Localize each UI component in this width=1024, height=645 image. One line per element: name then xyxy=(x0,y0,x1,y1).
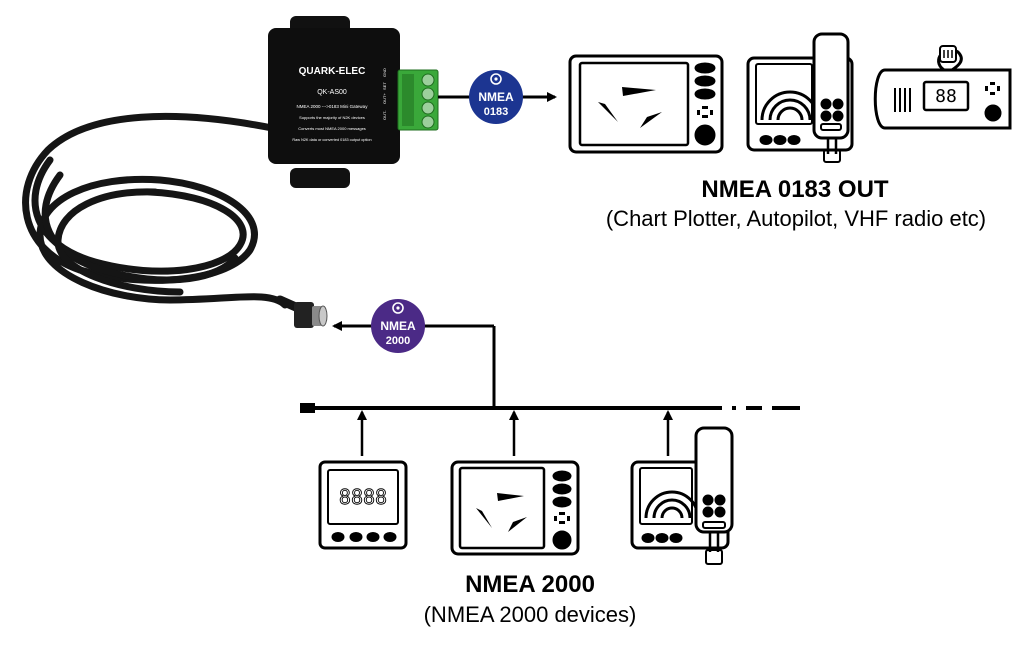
nmea2000-title: NMEA 2000 xyxy=(465,571,595,598)
instrument-display-icon xyxy=(318,460,408,550)
n2k-backbone xyxy=(300,403,800,413)
nmea0183-out-title: NMEA 0183 OUT xyxy=(701,176,889,203)
nmea2000-subtitle: (NMEA 2000 devices) xyxy=(423,602,637,627)
device-line3: Converts most NMEA 2000 messages xyxy=(298,126,366,131)
n2k-connector-plug xyxy=(275,295,328,328)
nmea2000-badge: NMEA 2000 xyxy=(371,299,425,353)
nmea2000-badge-line1: NMEA xyxy=(380,319,416,333)
device-line2: Supports the majority of N2K devices xyxy=(299,115,365,120)
chart-plotter-icon-n2k xyxy=(450,460,580,556)
gateway-device: QUARK-ELEC QK-AS00 NMEA 2000 --->0183 Mi… xyxy=(268,16,400,188)
instrument-display-digits: 8888 xyxy=(339,485,387,509)
terminal-label-gnd: GND xyxy=(382,68,387,77)
nmea0183-badge: NMEA 0183 xyxy=(469,70,523,124)
vhf-radio-icon xyxy=(746,32,854,163)
n2k-cable xyxy=(22,113,289,309)
nmea0183-out-subtitle: (Chart Plotter, Autopilot, VHF radio etc… xyxy=(605,206,987,231)
device-line1: NMEA 2000 --->0183 Mini Gateway xyxy=(297,104,369,109)
terminal-label-out-minus: OUT- xyxy=(382,110,387,120)
vhf-radio-icon-n2k xyxy=(630,426,734,565)
device-model: QK-AS00 xyxy=(317,89,347,96)
terminal-label-out-plus: OUT+ xyxy=(382,93,387,104)
device-line4: Raw N2K data or converted 0183 output op… xyxy=(292,138,371,142)
autopilot-display-digits: 88 xyxy=(935,86,957,107)
nmea0183-badge-line2: 0183 xyxy=(484,106,508,118)
device-brand: QUARK-ELEC xyxy=(299,66,366,77)
backbone-terminator xyxy=(300,403,315,413)
terminal-label-set: SET xyxy=(382,82,387,90)
autopilot-icon xyxy=(873,45,1012,130)
nmea0183-badge-line1: NMEA xyxy=(478,90,514,104)
terminal-block xyxy=(397,69,439,131)
nmea2000-badge-line2: 2000 xyxy=(386,335,410,347)
chart-plotter-icon xyxy=(568,54,724,154)
